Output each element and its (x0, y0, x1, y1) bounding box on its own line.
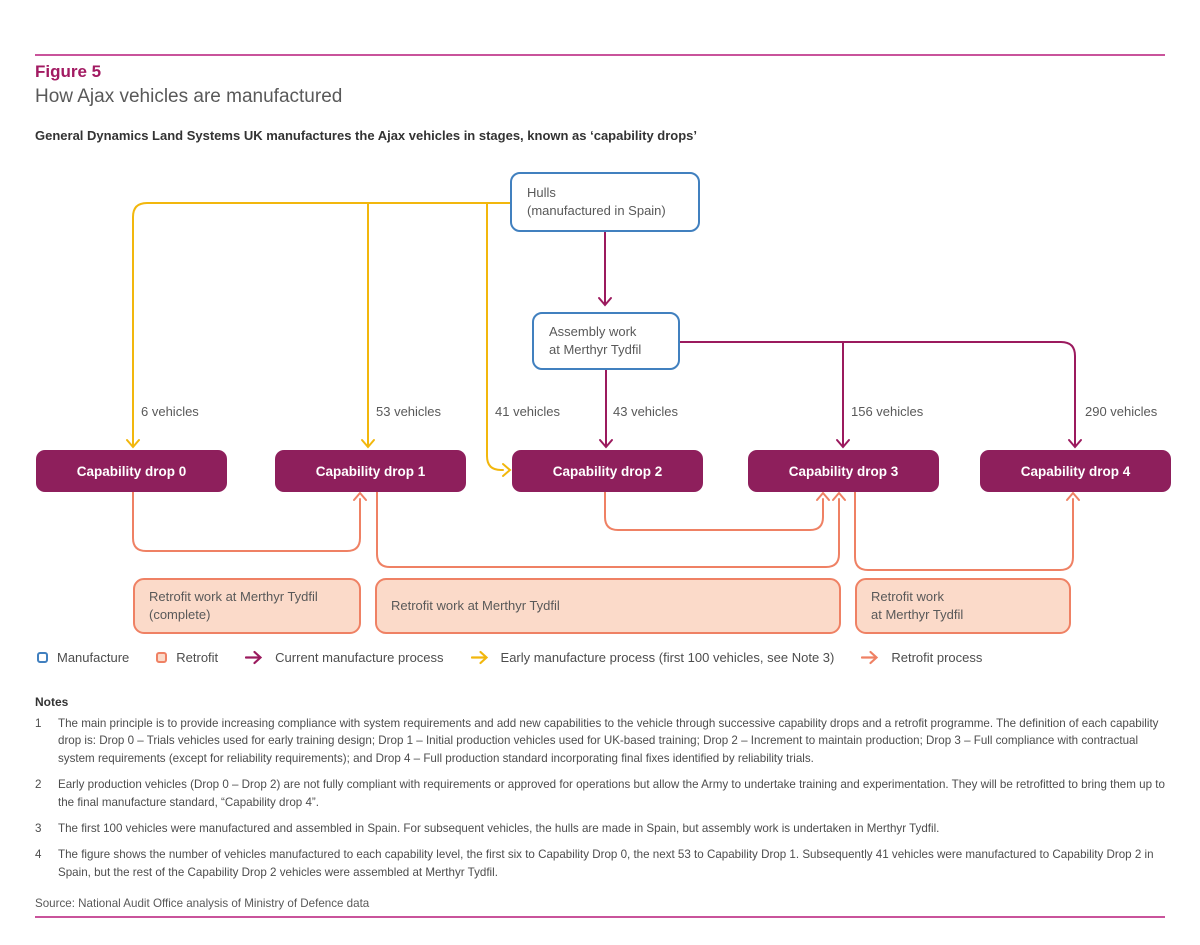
retrofit-box-3-line2: at Merthyr Tydfil (871, 607, 964, 622)
retrofit-box-1-line1: Retrofit work at Merthyr Tydfil (149, 588, 318, 604)
vehicle-count-drop4: 290 vehicles (1085, 404, 1158, 419)
manufacture-swatch-icon (37, 652, 48, 663)
retrofit-box-3: Retrofit work at Merthyr Tydfil (855, 578, 1071, 634)
vehicle-count-drop2-spain: 41 vehicles (495, 404, 561, 419)
vehicle-count-drop1: 53 vehicles (376, 404, 442, 419)
figure-title: How Ajax vehicles are manufactured (35, 86, 343, 107)
note-number: 2 (35, 778, 42, 792)
legend: Manufacture Retrofit Current manufacture… (37, 650, 982, 665)
note-text: The main principle is to provide increas… (58, 717, 1159, 765)
capability-drop-3-box: Capability drop 3 (748, 450, 939, 492)
assembly-box-line1: Assembly work (549, 323, 637, 339)
vehicle-count-drop2: 43 vehicles (613, 404, 679, 419)
legend-retrofit-process: Retrofit process (861, 650, 982, 665)
top-rule (35, 54, 1165, 56)
capability-drop-4-box: Capability drop 4 (980, 450, 1171, 492)
note-text: The first 100 vehicles were manufactured… (58, 821, 940, 835)
note-item-4: 4 The figure shows the number of vehicle… (35, 846, 1167, 881)
hulls-box-line2: (manufactured in Spain) (527, 203, 666, 218)
retrofit-box-2-line1: Retrofit work at Merthyr Tydfil (391, 597, 560, 613)
retrofit-box-1-line2: (complete) (149, 607, 211, 622)
capability-drop-0-box: Capability drop 0 (36, 450, 227, 492)
legend-manufacture: Manufacture (37, 650, 129, 665)
magenta-arrow-icon (245, 650, 263, 665)
source-line: Source: National Audit Office analysis o… (35, 897, 370, 910)
retrofit-box-3-line1: Retrofit work (871, 588, 944, 604)
legend-current-label: Current manufacture process (275, 650, 444, 665)
note-item-2: 2 Early production vehicles (Drop 0 – Dr… (35, 776, 1167, 811)
note-text: Early production vehicles (Drop 0 – Drop… (58, 778, 1165, 809)
figure-subtitle: General Dynamics Land Systems UK manufac… (35, 128, 698, 143)
notes-heading: Notes (35, 695, 69, 709)
vehicle-count-drop3: 156 vehicles (851, 404, 924, 419)
current-manufacture-arrows (598, 231, 1082, 449)
assembly-box-line2: at Merthyr Tydfil (549, 342, 642, 357)
capability-drop-1-box: Capability drop 1 (275, 450, 466, 492)
legend-retrofit-process-label: Retrofit process (891, 650, 983, 665)
legend-current-process: Current manufacture process (245, 650, 444, 665)
note-number: 4 (35, 848, 42, 862)
legend-manufacture-label: Manufacture (57, 650, 130, 665)
legend-early-process: Early manufacture process (first 100 veh… (470, 650, 835, 665)
legend-early-label: Early manufacture process (first 100 veh… (500, 650, 835, 665)
hulls-box-line1: Hulls (527, 184, 556, 200)
capability-drop-2-box: Capability drop 2 (512, 450, 703, 492)
retrofit-arrows (132, 491, 1080, 571)
salmon-arrow-icon (861, 650, 879, 665)
hulls-box: Hulls (manufactured in Spain) (510, 172, 700, 232)
note-text: The figure shows the number of vehicles … (58, 848, 1154, 879)
note-number: 3 (35, 821, 42, 835)
note-item-1: 1 The main principle is to provide incre… (35, 715, 1167, 767)
figure-number: Figure 5 (35, 62, 102, 81)
bottom-rule (35, 916, 1165, 918)
retrofit-box-1: Retrofit work at Merthyr Tydfil (complet… (133, 578, 361, 634)
note-item-3: 3 The first 100 vehicles were manufactur… (35, 820, 1167, 837)
notes-section: Notes 1 The main principle is to provide… (35, 693, 1167, 890)
note-number: 1 (35, 717, 42, 730)
assembly-box: Assembly work at Merthyr Tydfil (532, 312, 680, 370)
legend-retrofit-label: Retrofit (176, 650, 219, 665)
yellow-arrow-icon (470, 650, 488, 665)
vehicle-count-drop0: 6 vehicles (141, 404, 199, 419)
legend-retrofit: Retrofit (156, 650, 218, 665)
early-manufacture-arrows (126, 202, 512, 477)
retrofit-swatch-icon (156, 652, 168, 663)
retrofit-box-2: Retrofit work at Merthyr Tydfil (375, 578, 841, 634)
